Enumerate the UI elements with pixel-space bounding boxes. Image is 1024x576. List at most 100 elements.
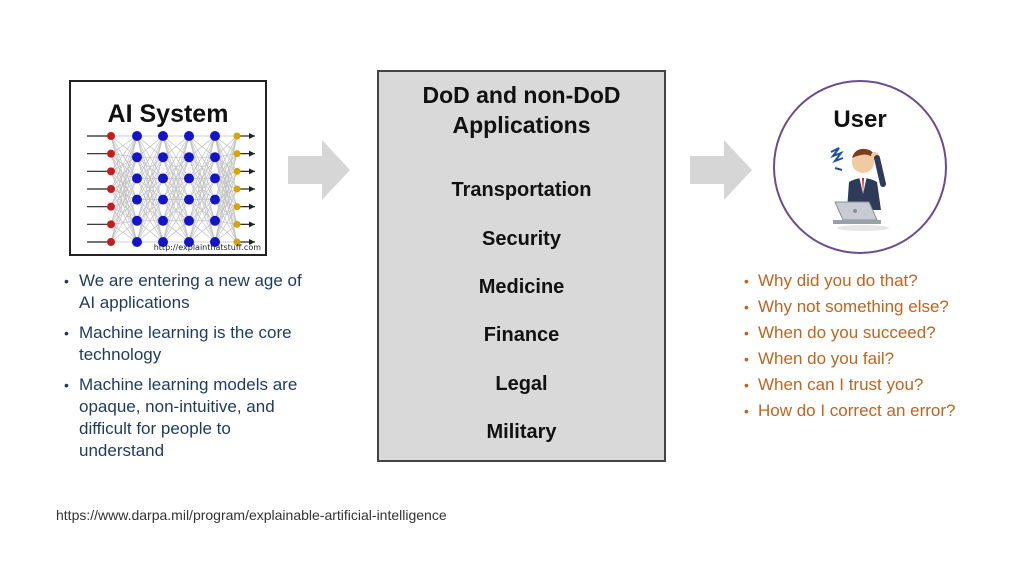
network-connection [136, 157, 164, 243]
network-connection [188, 135, 216, 243]
network-connection [188, 178, 216, 243]
network-connection [188, 135, 216, 179]
network-connection [214, 153, 238, 243]
network-connection [110, 153, 138, 179]
network-connection [110, 135, 138, 172]
network-connection [110, 157, 138, 225]
network-connection [110, 153, 138, 243]
application-item: Finance [483, 324, 560, 346]
application-item: Transportation [451, 179, 592, 201]
hidden-node [132, 152, 142, 163]
hidden-node [132, 131, 142, 141]
network-connection [110, 157, 138, 207]
user-questions-list: Why did you do that? Why not something e… [742, 268, 1012, 424]
network-connection [214, 153, 238, 221]
hidden-node [184, 194, 194, 205]
list-item: How do I correct an error? [742, 398, 1012, 424]
network-connection [162, 135, 190, 243]
list-item: Machine learning models are opaque, non-… [62, 374, 307, 462]
image-credit: http://explainthatstuff.com [153, 243, 261, 252]
network-connection [214, 188, 238, 243]
network-connection [214, 153, 238, 200]
network-connection [214, 171, 238, 200]
network-connection [136, 135, 164, 179]
hidden-node [158, 152, 168, 163]
input-node [107, 220, 115, 229]
applications-title: DoD and non-DoD Applications [379, 80, 664, 140]
network-connection [214, 135, 238, 221]
network-connection [214, 178, 238, 225]
hidden-node [184, 173, 194, 184]
hidden-node [210, 152, 220, 163]
network-connection [110, 135, 138, 243]
hidden-node [184, 237, 194, 247]
input-node [107, 202, 115, 211]
network-connection [162, 135, 190, 200]
network-connection [136, 199, 164, 243]
hidden-node [184, 215, 194, 226]
right-arrow-icon [288, 140, 350, 200]
output-node [233, 220, 241, 228]
hidden-node [132, 194, 142, 205]
network-connection [188, 135, 216, 221]
source-url: https://www.darpa.mil/program/explainabl… [56, 507, 447, 523]
application-item: Security [482, 228, 561, 250]
network-connection [188, 157, 216, 243]
network-connection [214, 135, 238, 225]
network-connection [110, 178, 138, 207]
network-connection [110, 220, 138, 243]
hidden-node [132, 173, 142, 184]
output-node [233, 132, 241, 140]
network-connection [214, 188, 238, 221]
confused-user-icon [830, 147, 889, 231]
input-node [107, 238, 115, 246]
list-item: Why not something else? [742, 294, 1012, 320]
network-connection [162, 199, 190, 243]
network-connection [214, 135, 238, 200]
network-connection [162, 178, 190, 243]
network-connection [162, 157, 190, 243]
network-connection [110, 199, 138, 243]
network-connection [136, 135, 164, 158]
network-connection [162, 135, 190, 158]
hidden-node [210, 173, 220, 184]
ai-system-title: AI System [107, 100, 229, 128]
ai-system-box: AI System http://explainthatstuff.com [69, 80, 267, 256]
network-connection [136, 220, 164, 243]
network-connection [110, 135, 138, 225]
list-item: We are entering a new age of AI applicat… [62, 270, 307, 314]
list-item: Why did you do that? [742, 268, 1012, 294]
network-connection [214, 153, 238, 179]
network-connection [214, 135, 238, 179]
network-connection [136, 135, 164, 200]
hidden-node [210, 237, 220, 247]
network-connection [136, 135, 164, 221]
hidden-node [158, 215, 168, 226]
network-connection [188, 199, 216, 243]
output-arrowhead [249, 168, 255, 175]
output-node [233, 238, 241, 246]
network-connection [110, 135, 138, 190]
hidden-node [158, 173, 168, 184]
network-connection [136, 135, 164, 243]
input-node [107, 132, 115, 140]
output-node [233, 185, 241, 193]
input-node [107, 185, 115, 193]
network-connection [188, 135, 216, 200]
network-connection [110, 135, 138, 154]
output-arrowhead [249, 150, 255, 157]
network-connection [162, 135, 190, 179]
network-connection [110, 156, 138, 190]
user-title: User [833, 106, 887, 133]
output-node [233, 167, 241, 175]
hidden-node [210, 131, 220, 141]
network-connection [110, 157, 138, 243]
network-connection [214, 171, 238, 243]
network-connection [136, 178, 164, 243]
network-connection [162, 135, 190, 221]
network-connection [214, 171, 238, 221]
network-connection [110, 153, 138, 200]
application-item: Military [486, 421, 557, 443]
neural-network-diagram [87, 131, 255, 247]
network-connection [214, 206, 238, 243]
